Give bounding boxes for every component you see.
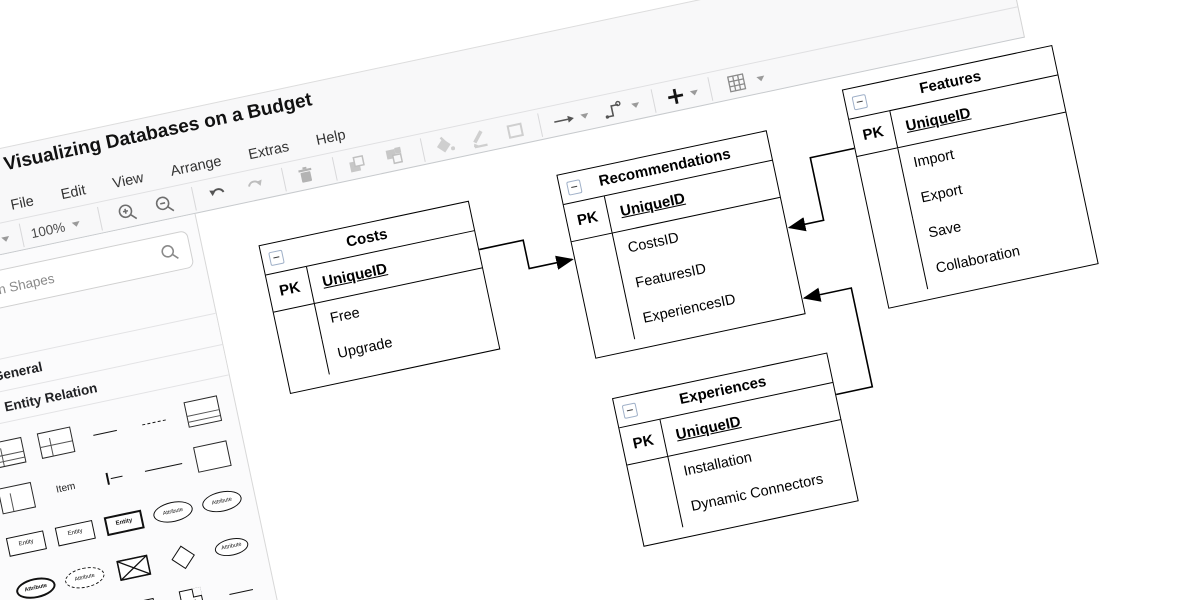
zoom-in-icon[interactable]	[115, 200, 141, 226]
shape-search-box[interactable]	[0, 229, 195, 319]
fill-color-icon[interactable]	[432, 132, 458, 158]
shape-outline-icon[interactable]	[502, 117, 528, 143]
toolbar: 100%	[0, 7, 1024, 255]
pages-dropdown-icon[interactable]	[0, 227, 12, 250]
er-table-costs[interactable]: Costs PK UniqueID Free Upgrade	[258, 200, 501, 395]
collapse-icon[interactable]	[621, 402, 639, 420]
shapes-sidebar: General Entity Relation ItemEntityEntity…	[0, 213, 436, 600]
er-table-features[interactable]: Features PK UniqueID Import Export Save	[841, 44, 1099, 309]
collapse-icon[interactable]	[851, 93, 869, 111]
to-front-icon[interactable]	[344, 151, 370, 177]
zoom-level-label: 100%	[29, 218, 67, 241]
menu-item-edit[interactable]: Edit	[59, 182, 88, 204]
connection-arrow-caret[interactable]	[578, 104, 590, 127]
insert-plus-icon[interactable]	[663, 83, 689, 109]
to-back-icon[interactable]	[381, 143, 407, 169]
connector-costs-to-recommendations[interactable]	[479, 231, 574, 278]
menu-item-file[interactable]: File	[9, 193, 36, 214]
collapse-icon[interactable]	[268, 249, 285, 267]
menu-item-view[interactable]: View	[111, 169, 146, 193]
waypoints-icon[interactable]	[600, 96, 628, 123]
search-icon	[158, 241, 182, 265]
connection-arrow-icon[interactable]	[549, 107, 579, 134]
delete-icon[interactable]	[293, 162, 319, 188]
shape-xor-box[interactable]	[104, 540, 162, 595]
menu-item-help[interactable]: Help	[314, 127, 348, 149]
table-grid-icon[interactable]	[723, 70, 751, 97]
redo-icon[interactable]	[242, 173, 268, 199]
pencil-icon[interactable]	[467, 125, 493, 151]
zoom-out-icon[interactable]	[152, 192, 178, 218]
collapse-icon[interactable]	[566, 179, 583, 196]
connector-features-to-recommendations[interactable]	[776, 147, 868, 232]
shape-search-input[interactable]	[0, 247, 162, 305]
menu-item-extras[interactable]: Extras	[247, 139, 291, 164]
insert-plus-caret[interactable]	[688, 81, 700, 104]
er-table-experiences[interactable]: Experiences PK UniqueID Installation Dyn…	[611, 352, 859, 547]
er-table-recommendations[interactable]: Recommendations PK UniqueID CostsID Feat…	[556, 130, 806, 359]
undo-icon[interactable]	[205, 181, 231, 207]
waypoints-caret[interactable]	[629, 93, 641, 116]
table-grid-caret[interactable]	[755, 67, 767, 90]
